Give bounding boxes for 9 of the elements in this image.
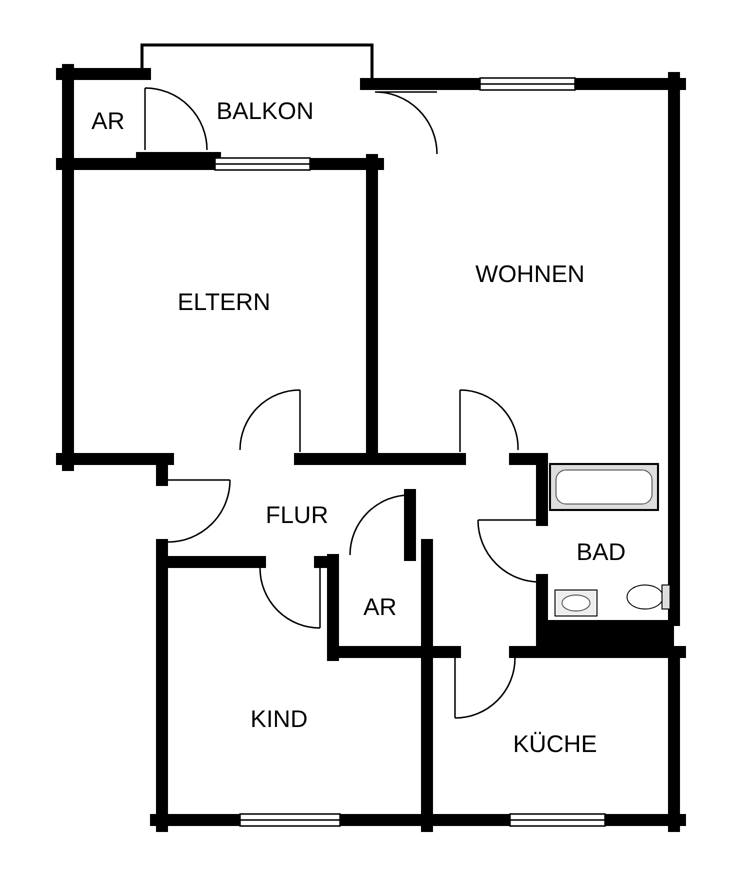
room-label: BAD xyxy=(576,539,626,567)
room-label: FLUR xyxy=(266,502,328,530)
room-label: WOHNEN xyxy=(475,261,585,289)
room-label: AR xyxy=(91,108,125,136)
room-label: ELTERN xyxy=(178,289,270,317)
room-label: KÜCHE xyxy=(513,731,597,759)
room-label: BALKON xyxy=(216,98,314,126)
room-label: AR xyxy=(363,594,397,622)
room-label: KIND xyxy=(250,706,308,734)
